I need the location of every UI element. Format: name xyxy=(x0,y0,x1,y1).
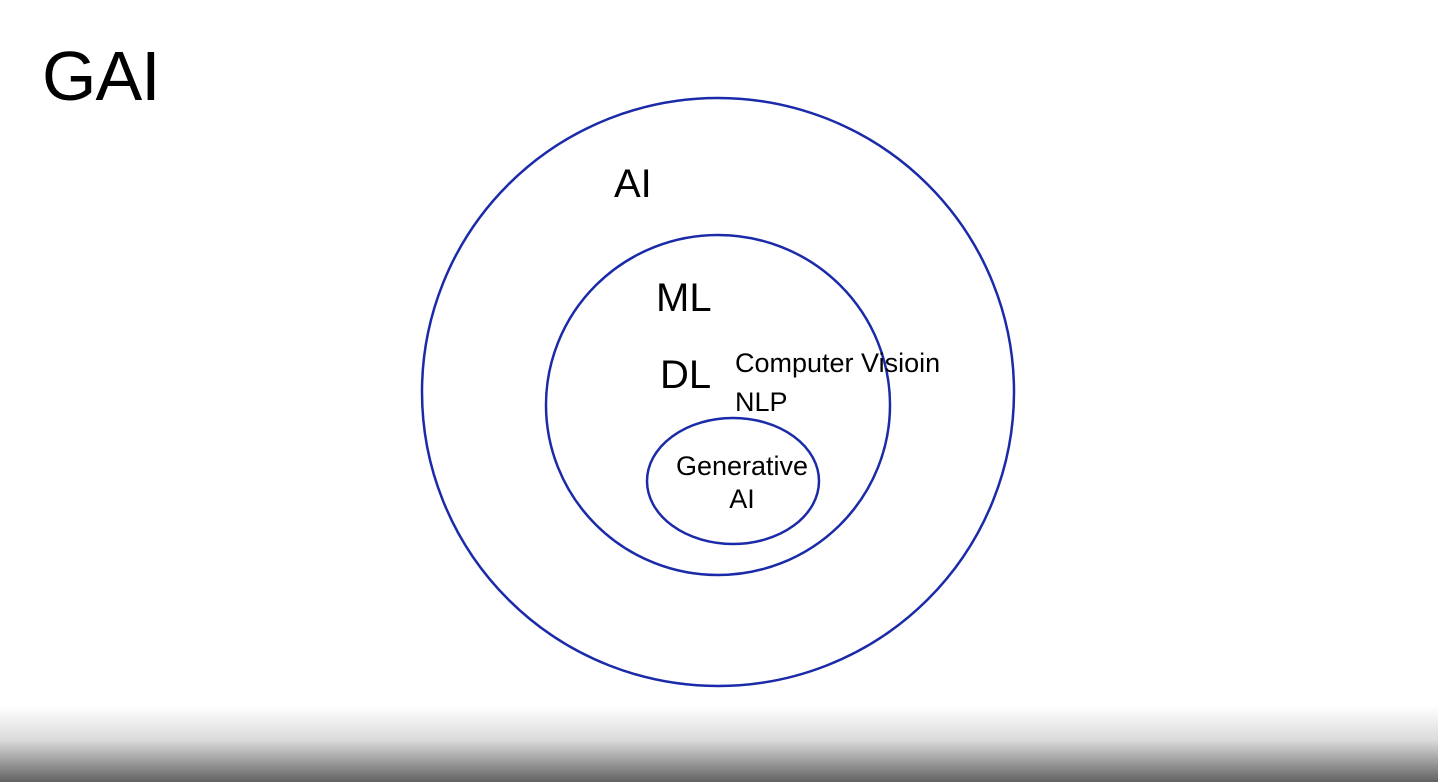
slide-title: GAI xyxy=(42,37,161,115)
bottom-shadow-band xyxy=(0,706,1438,782)
ai-label: AI xyxy=(614,162,652,206)
ml-circle xyxy=(544,233,892,577)
generative-ai-label-line-2: AI xyxy=(729,484,755,514)
dl-label: DL xyxy=(660,353,712,397)
nlp-label: NLP xyxy=(735,387,788,417)
generative-ai-label-line-1: Generative xyxy=(675,451,809,481)
generative-ai-label: Generative AI xyxy=(652,450,832,516)
ml-label: ML xyxy=(656,276,712,320)
computer-vision-label: Computer Visioin xyxy=(735,348,941,378)
generative-ai-ellipse xyxy=(645,416,821,546)
ai-circle xyxy=(420,96,1016,688)
